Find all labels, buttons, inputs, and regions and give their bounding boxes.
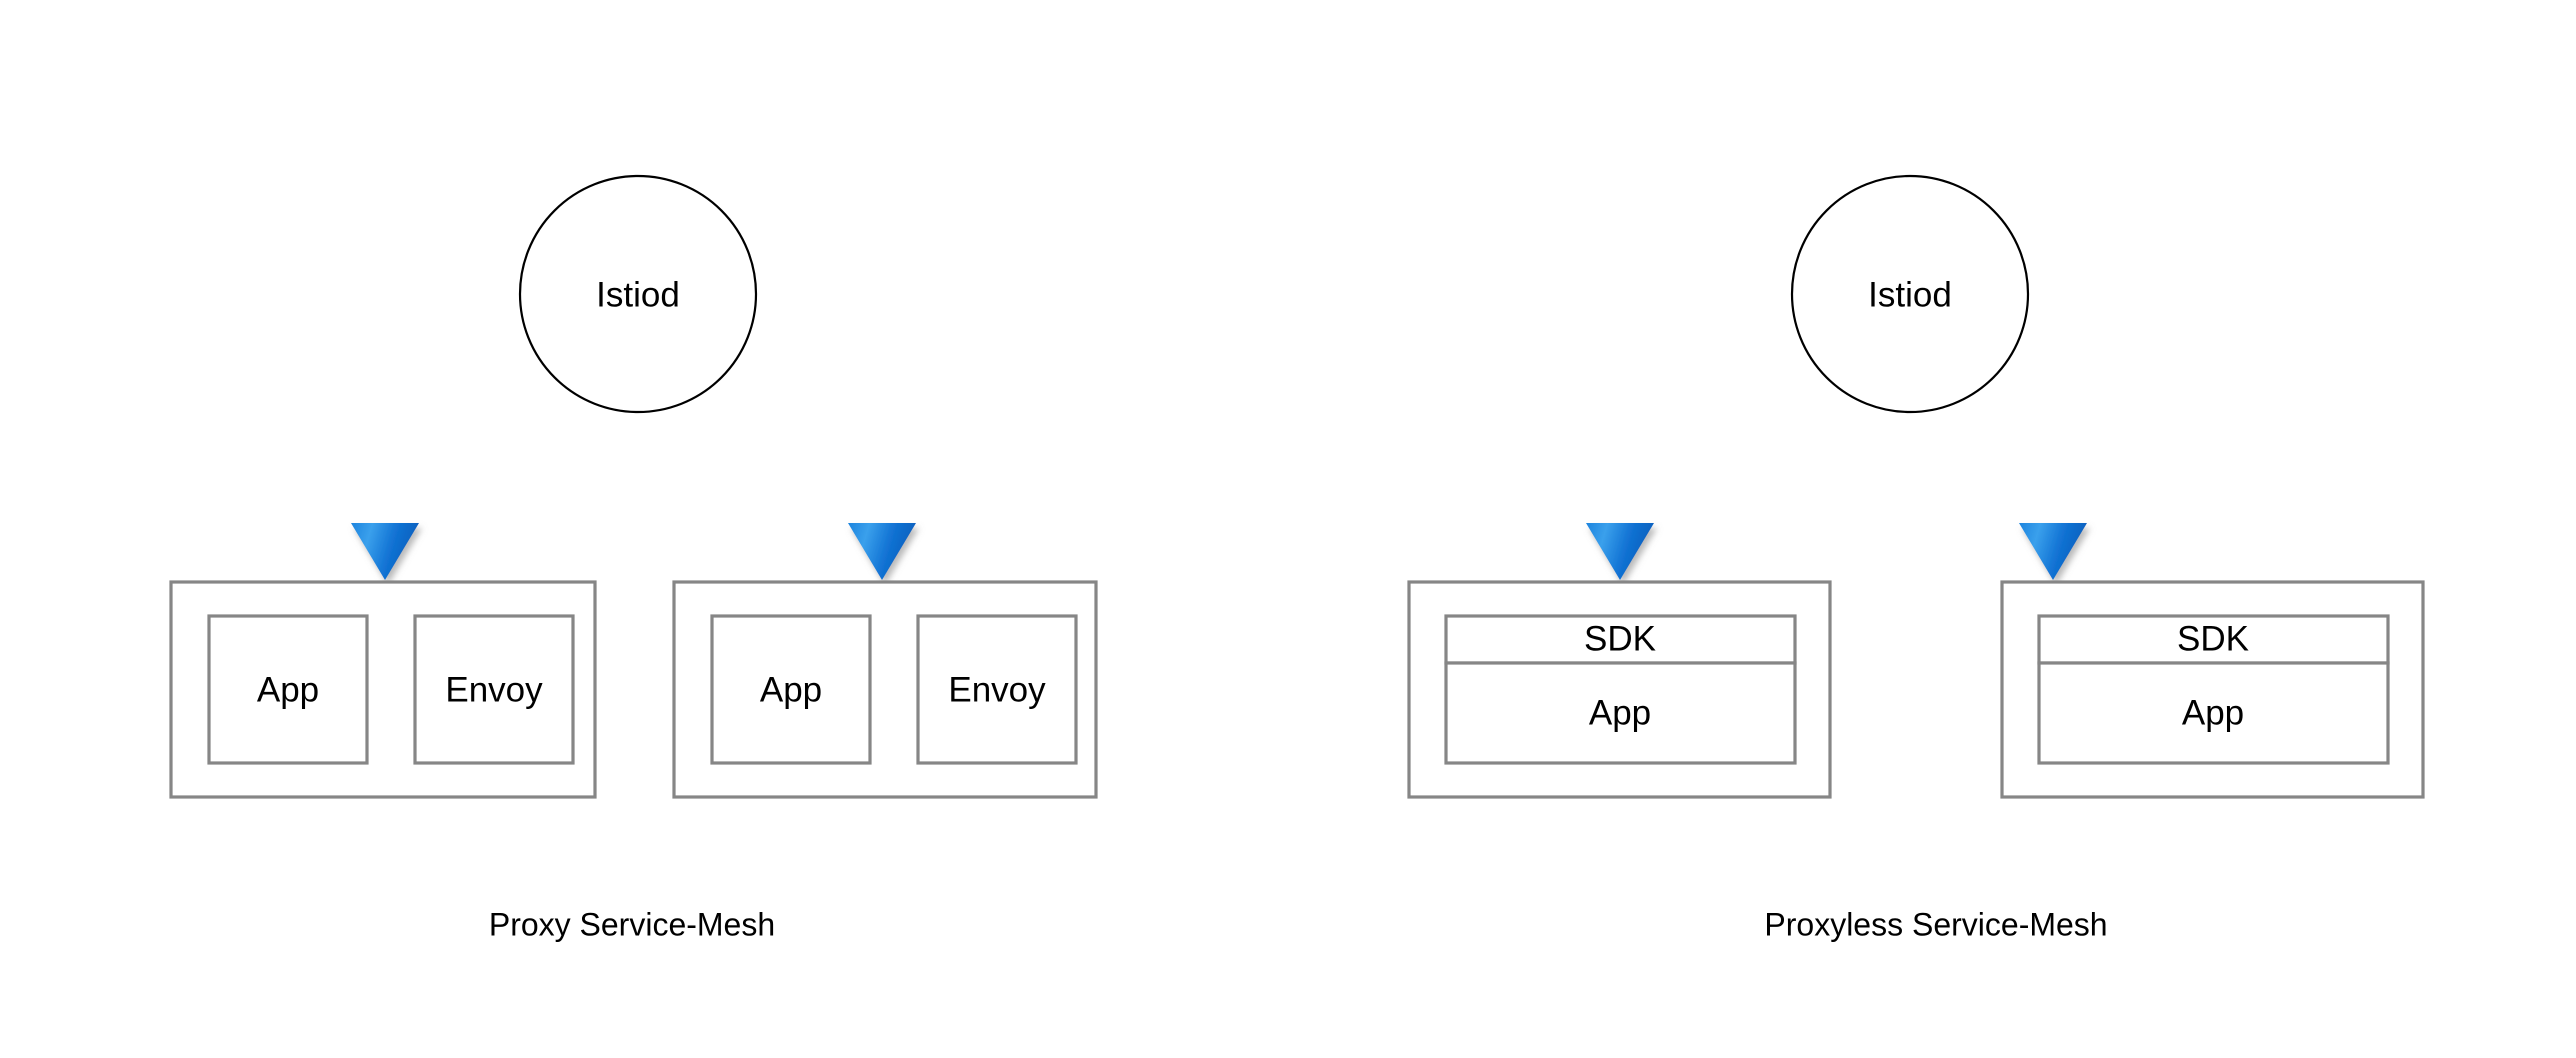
workload-pod-2-left[interactable]: App Envoy — [672, 580, 1098, 799]
container-label-app: App — [1589, 693, 1651, 732]
proxy-service-mesh-group: Istiod App Envoy App Envoy Proxy Service… — [169, 174, 1098, 942]
arrow-head-left — [1586, 523, 1654, 580]
container-label-sdk: SDK — [2177, 619, 2249, 658]
container-box-app[interactable] — [207, 614, 369, 765]
container-box-sdk[interactable] — [2037, 614, 2390, 665]
container-label-app: App — [257, 670, 319, 709]
container-box-sdk[interactable] — [1444, 614, 1797, 665]
workload-pod-1-left[interactable]: App Envoy — [169, 580, 597, 799]
istiod-circle[interactable] — [1790, 174, 2030, 414]
workload-pod-2-right[interactable]: SDK App — [2000, 580, 2425, 799]
arrow-head-left — [351, 523, 419, 580]
container-label-envoy: Envoy — [445, 670, 543, 709]
container-label-app: App — [760, 670, 822, 709]
connector-proxyless — [1586, 395, 2087, 580]
caption-proxyless-service-mesh: Proxyless Service-Mesh — [1764, 906, 2107, 942]
container-box-envoy[interactable] — [413, 614, 575, 765]
istiod-circle[interactable] — [518, 174, 758, 414]
istiod-label: Istiod — [596, 275, 680, 314]
control-plane-istiod-right[interactable]: Istiod — [1790, 174, 2030, 414]
arrow-head-right — [2019, 523, 2087, 580]
container-box-app[interactable] — [2037, 661, 2390, 765]
container-box-app[interactable] — [1444, 661, 1797, 765]
container-box-app[interactable] — [710, 614, 872, 765]
container-label-envoy: Envoy — [948, 670, 1046, 709]
caption-proxy-service-mesh: Proxy Service-Mesh — [489, 906, 775, 942]
workload-pod-1-right[interactable]: SDK App — [1407, 580, 1832, 799]
container-label-sdk: SDK — [1584, 619, 1656, 658]
container-label-app: App — [2182, 693, 2244, 732]
istiod-label: Istiod — [1868, 275, 1952, 314]
container-box-envoy[interactable] — [916, 614, 1078, 765]
connector-proxy — [351, 395, 916, 580]
control-plane-istiod-left[interactable]: Istiod — [518, 174, 758, 414]
arrow-head-right — [848, 523, 916, 580]
proxyless-service-mesh-group: Istiod SDK App SDK App Proxyless Service… — [1407, 174, 2425, 942]
